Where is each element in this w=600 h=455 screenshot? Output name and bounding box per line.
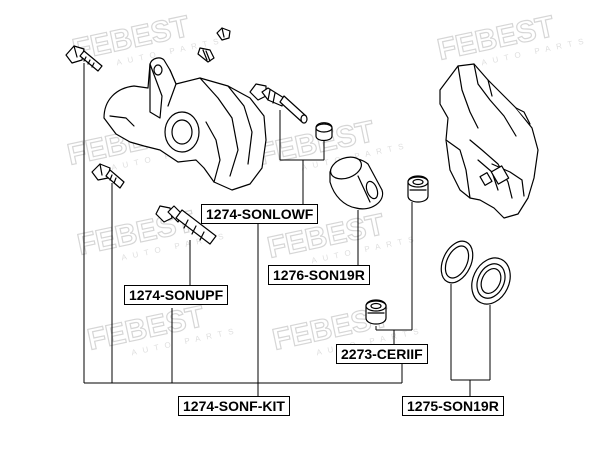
rubber-bushing-drawing	[329, 156, 384, 210]
dust-boot-lower-drawing	[365, 299, 387, 325]
guide-pin-upper-drawing	[155, 205, 217, 245]
part-label-1276-son19r[interactable]: 1276-SON19R	[268, 265, 370, 285]
dust-boot-upper-drawing	[407, 175, 429, 203]
part-label-1274-sonlowf[interactable]: 1274-SONLOWF	[201, 204, 319, 224]
bleeder-screw-drawing	[197, 27, 231, 63]
part-label-1275-son19r[interactable]: 1275-SON19R	[402, 396, 504, 416]
leader-lines	[83, 63, 491, 396]
caliper-body-drawing	[103, 57, 267, 191]
guide-pin-lower-drawing	[249, 83, 308, 124]
piston-seal-ring-drawing	[440, 240, 474, 284]
part-label-2273-ceriif[interactable]: 2273-CERIIF	[336, 344, 428, 364]
piston-dust-seal-drawing	[471, 257, 511, 305]
caliper-carrier-drawing	[439, 63, 539, 219]
part-label-1274-sonf-kit[interactable]: 1274-SONF-KIT	[178, 396, 290, 416]
bushing-cap-drawing	[315, 122, 333, 142]
caliper-bolt-middle-drawing	[91, 163, 125, 189]
caliper-bolt-top-drawing	[65, 45, 103, 72]
part-label-1274-sonupf[interactable]: 1274-SONUPF	[124, 285, 229, 305]
